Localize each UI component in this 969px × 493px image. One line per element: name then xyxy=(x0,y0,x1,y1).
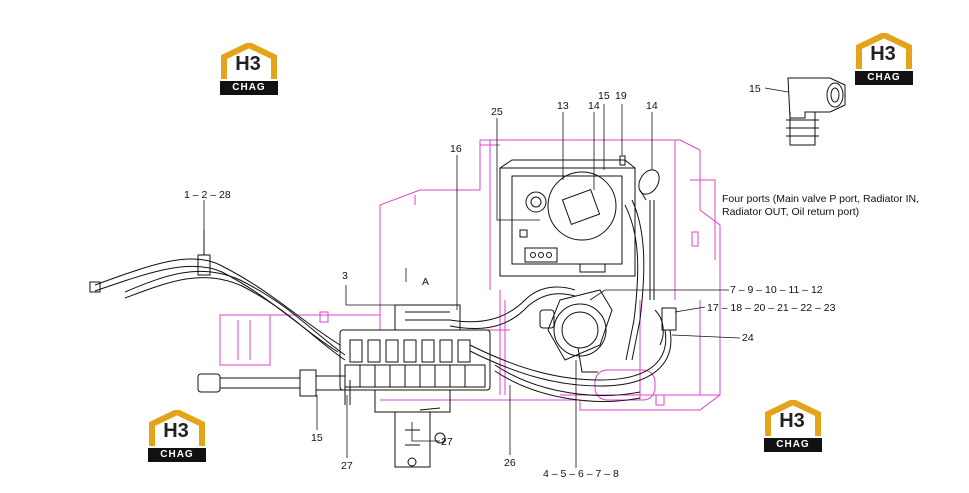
logo-brand-text: CHAG xyxy=(855,71,913,85)
callout-19: 19 xyxy=(615,90,627,102)
logo-top-text: H3 xyxy=(779,410,805,432)
logo-top-left: H3 CHAG xyxy=(218,43,280,101)
logo-bottom-right: H3 CHAG xyxy=(762,400,824,458)
logo-mark-icon xyxy=(149,410,205,446)
callout-7-12: 7 – 9 – 10 – 11 – 12 xyxy=(730,284,823,296)
callout-26: 26 xyxy=(504,457,516,469)
callout-15-elbow: 15 xyxy=(749,83,761,95)
machine-frame xyxy=(219,139,721,411)
leader-lines xyxy=(203,87,789,468)
callout-25: 25 xyxy=(491,106,503,118)
logo-mark-icon xyxy=(856,33,912,69)
logo-brand-text: CHAG xyxy=(764,438,822,452)
callout-1-2-28: 1 – 2 – 28 xyxy=(184,189,231,201)
components xyxy=(89,77,846,468)
callout-16: 16 xyxy=(450,143,462,155)
callout-4-8: 4 – 5 – 6 – 7 – 8 xyxy=(543,468,619,480)
callout-17-23: 17 – 18 – 20 – 21 – 22 – 23 xyxy=(707,302,836,314)
callout-3: 3 xyxy=(342,270,348,282)
callout-14-top: 14 xyxy=(588,100,600,112)
logo-top-right: H3 CHAG xyxy=(853,33,915,91)
logo-mark-icon xyxy=(765,400,821,436)
logo-brand-text: CHAG xyxy=(148,448,206,462)
callout-27-right: 27 xyxy=(441,436,453,448)
callout-24: 24 xyxy=(742,332,754,344)
logo-brand-text: CHAG xyxy=(220,81,278,95)
callout-13: 13 xyxy=(557,100,569,112)
callout-15-top: 15 xyxy=(598,90,610,102)
callout-a: A xyxy=(422,276,430,288)
callout-14-right: 14 xyxy=(646,100,658,112)
logo-top-text: H3 xyxy=(163,420,189,442)
callout-27-left: 27 xyxy=(341,460,353,472)
ports-note: Four ports (Main valve P port, Radiator … xyxy=(722,193,920,218)
logo-bottom-left: H3 CHAG xyxy=(146,410,208,468)
logo-top-text: H3 xyxy=(870,43,896,65)
logo-top-text: H3 xyxy=(235,53,261,75)
logo-mark-icon xyxy=(221,43,277,79)
callout-15-bottom: 15 xyxy=(311,432,323,444)
